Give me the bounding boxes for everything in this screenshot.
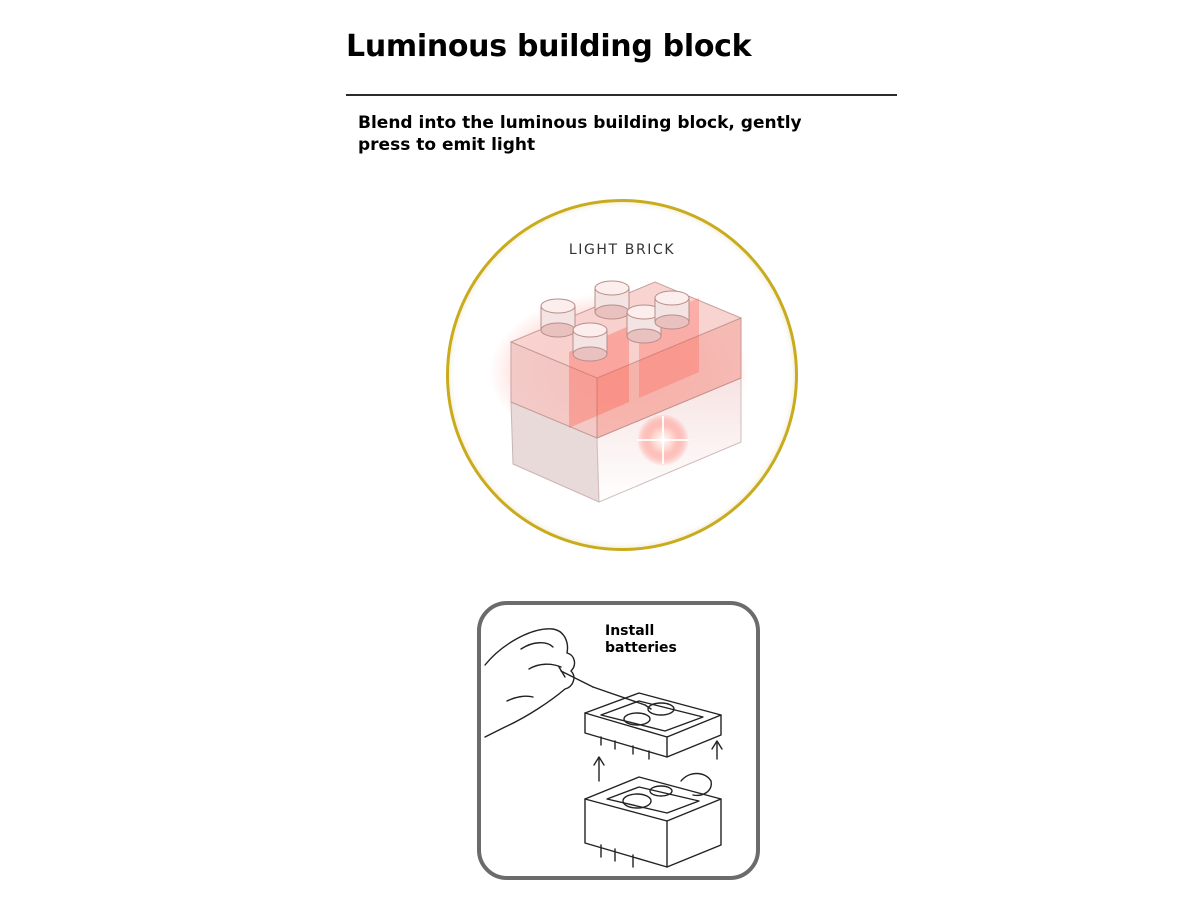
title-divider [346, 94, 897, 96]
light-brick-panel: LIGHT BRICK [446, 199, 798, 551]
page-subtitle: Blend into the luminous building block, … [358, 113, 802, 155]
light-brick-illustration [489, 280, 749, 503]
install-label-line-1: Install [605, 623, 655, 639]
install-batteries-illustration [484, 628, 723, 868]
light-brick-label: LIGHT BRICK [568, 242, 676, 258]
install-batteries-label: Install batteries [605, 623, 725, 657]
install-label-line-2: batteries [605, 640, 677, 656]
page-title: Luminous building block [346, 29, 752, 64]
install-batteries-panel: Install batteries [477, 601, 760, 880]
